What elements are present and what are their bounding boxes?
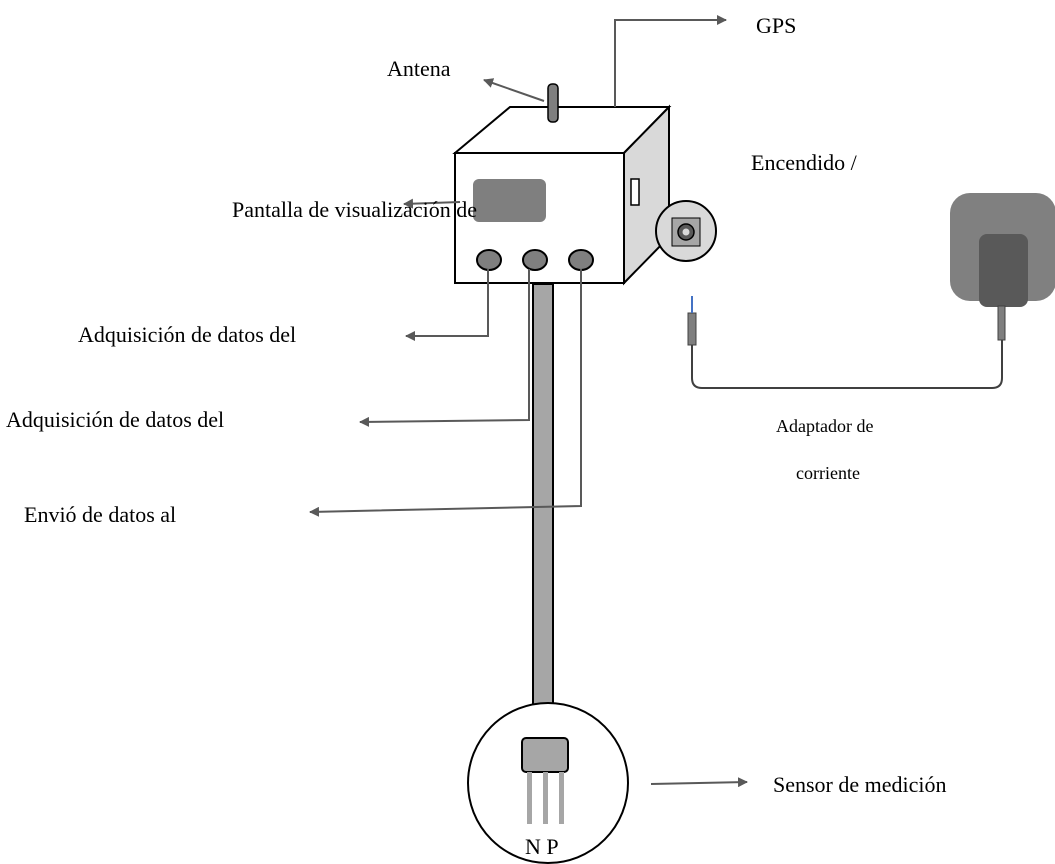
button-left xyxy=(476,249,502,271)
sensor xyxy=(467,702,629,864)
sensor-arrow xyxy=(650,777,748,788)
pantalla-label: Pantalla de visualización de xyxy=(232,197,477,222)
pole xyxy=(532,283,554,745)
adquisicion-label-2: Adquisición de datos del xyxy=(6,407,224,432)
display-screen xyxy=(473,179,546,222)
power-adapter xyxy=(687,193,1055,389)
adapter-plug xyxy=(979,234,1028,307)
adapter-cable xyxy=(691,340,1003,389)
sensor-probe-2 xyxy=(543,772,548,824)
adquisicion1-arrow xyxy=(405,269,489,341)
antenna xyxy=(547,83,559,123)
encendido-label: Encendido / xyxy=(751,150,858,175)
envio-label: Envió de datos al xyxy=(24,502,176,527)
gps-arrow xyxy=(614,15,727,107)
gps-label: GPS xyxy=(756,13,796,38)
cable-plug xyxy=(687,312,697,346)
leader-lines xyxy=(309,15,748,788)
button-middle xyxy=(522,249,548,271)
sensor-cap xyxy=(521,737,569,773)
adquisicion-label-1: Adquisición de datos del xyxy=(78,322,296,347)
envio-arrow xyxy=(309,269,582,517)
power-connector xyxy=(655,200,717,262)
adaptador-label-line1: Adaptador de xyxy=(776,416,873,436)
side-switch xyxy=(630,178,640,206)
sensor-probe-3 xyxy=(559,772,564,824)
adaptador-label-line2: corriente xyxy=(796,463,860,483)
sensor-label: Sensor de medición xyxy=(773,772,947,797)
sensor-pins-label: N P xyxy=(525,834,559,859)
device-box xyxy=(452,83,672,286)
antena-label: Antena xyxy=(387,56,451,81)
button-right xyxy=(568,249,594,271)
sensor-probe-1 xyxy=(527,772,532,824)
adquisicion2-arrow xyxy=(359,269,530,427)
adapter-cable-end xyxy=(997,305,1006,341)
antena-arrow xyxy=(483,78,545,102)
pantalla-arrow xyxy=(403,198,461,209)
